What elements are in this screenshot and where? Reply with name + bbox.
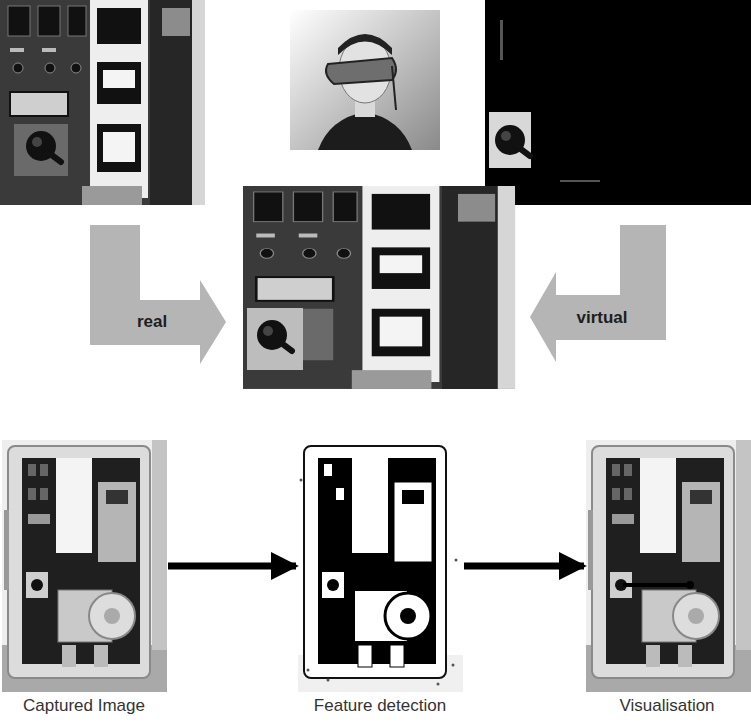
arrow-label: real [137,312,167,332]
image-stage: Captured Image [2,440,166,692]
stage-caption: Captured Image [23,696,145,716]
stage-caption: Feature detection [314,696,446,716]
stage-caption: Visualisation [619,696,714,716]
image-stage: Feature detection [298,440,462,692]
arrow-label: virtual [576,308,627,328]
flow-arrow [464,563,584,570]
image-stage: Visualisation [586,440,748,692]
flow-arrow [168,563,296,570]
